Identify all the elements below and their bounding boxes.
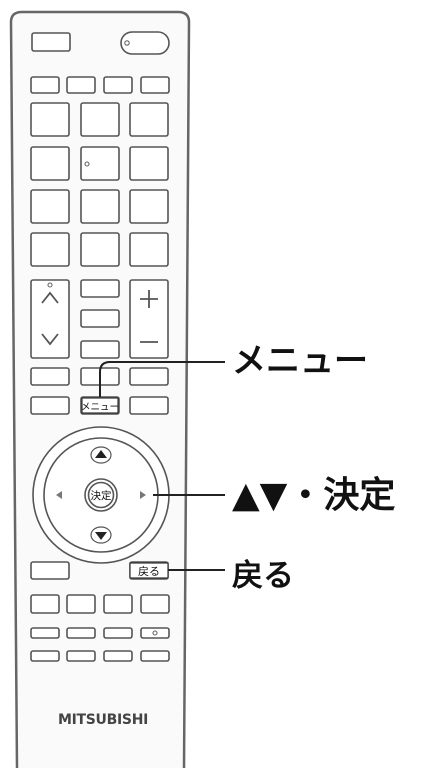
up-arrow-icon [95,450,107,458]
small-button-2[interactable] [66,627,96,639]
number-button-1[interactable] [30,102,70,137]
enter-key-label: 決定 [91,489,112,502]
function-button-a[interactable] [80,279,120,298]
number-button-8[interactable] [80,189,120,224]
color-button-green[interactable] [103,76,133,94]
brand-logo: MITSUBISHI [57,712,149,728]
playback-button-1[interactable] [30,594,60,614]
left-arrow-icon [56,491,63,499]
option-button[interactable] [129,396,169,415]
menu-callout-line [99,361,225,397]
back-row-left-button[interactable] [30,561,70,580]
number-button-4[interactable] [30,146,70,181]
function-button-c[interactable] [80,340,120,359]
small-button-5[interactable] [30,650,60,662]
back-key-label: 戻る [138,565,160,578]
number-button-6[interactable] [129,146,169,181]
right-arrow-icon [140,491,146,499]
enter-button-inner-ring [87,481,115,509]
number-button-5[interactable] [80,146,120,181]
power-dot-icon [124,40,130,46]
number-5-bump-icon [84,161,90,167]
small-button-8[interactable] [140,650,170,662]
menu-key-label: メニュー [81,402,119,413]
navigation-enter-callout-label: ▲▼・決定 [232,475,396,516]
back-callout-label: 戻る [232,558,294,594]
menu-key-label-box [81,397,119,414]
number-button-7[interactable] [30,189,70,224]
color-button-blue[interactable] [30,76,60,94]
number-button-11[interactable] [80,232,120,267]
input-button[interactable] [31,32,71,52]
channel-up-icon [41,291,59,304]
playback-button-2[interactable] [66,594,96,614]
small-button-4[interactable] [140,627,170,639]
channel-rocker[interactable] [30,279,70,359]
number-button-12[interactable] [129,232,169,267]
playback-button-4[interactable] [140,594,170,614]
number-button-10[interactable] [30,232,70,267]
channel-down-icon [41,333,59,346]
number-button-2[interactable] [80,102,120,137]
power-button[interactable] [120,31,170,55]
down-arrow-icon [95,532,107,540]
number-button-3[interactable] [129,102,169,137]
color-button-yellow[interactable] [140,76,170,94]
color-button-red[interactable] [66,76,96,94]
channel-up-dot-icon [47,282,53,288]
volume-plus-icon [140,290,158,308]
small-button-dot-icon [152,630,158,636]
function-button-b[interactable] [80,309,120,328]
small-button-7[interactable] [103,650,133,662]
volume-rocker[interactable] [129,279,169,359]
small-button-3[interactable] [103,627,133,639]
home-button[interactable] [30,396,70,415]
playback-button-3[interactable] [103,594,133,614]
number-button-9[interactable] [129,189,169,224]
menu-callout-label: メニュー [232,341,368,381]
button-row-left[interactable] [30,367,70,386]
small-button-1[interactable] [30,627,60,639]
button-row-right[interactable] [129,367,169,386]
small-button-6[interactable] [66,650,96,662]
